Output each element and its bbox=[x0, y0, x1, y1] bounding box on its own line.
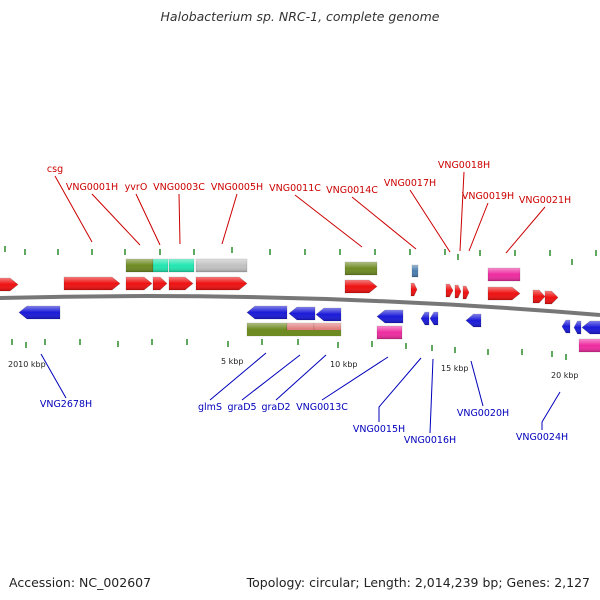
genome-backbone bbox=[0, 294, 600, 317]
label-leader-line bbox=[178, 193, 181, 245]
forward-gene-arrow-shade bbox=[153, 277, 167, 290]
forward-gene-arrow-shade bbox=[0, 278, 18, 291]
reverse-gene-arrow-shade bbox=[19, 306, 60, 319]
reverse-gene-arrow-shade bbox=[466, 314, 481, 327]
label-leader-line bbox=[541, 391, 561, 430]
cog-category-band bbox=[287, 330, 314, 336]
gene-label[interactable]: graD5 bbox=[227, 402, 256, 413]
cog-category-box-shade bbox=[488, 268, 520, 281]
forward-gene-arrow-shade bbox=[455, 285, 461, 298]
label-lines bbox=[40, 171, 561, 434]
map-title: Halobacterium sp. NRC-1, complete genome bbox=[160, 9, 440, 24]
cog-category-box-shade bbox=[153, 259, 168, 272]
label-leader-line bbox=[241, 354, 301, 401]
backbone bbox=[0, 294, 600, 317]
label-leader-line bbox=[275, 354, 327, 401]
label-leader-line bbox=[135, 193, 161, 246]
scale-label: 2010 kbp bbox=[8, 360, 46, 369]
label-leader-line bbox=[429, 358, 434, 434]
scale-label: 5 kbp bbox=[221, 357, 243, 366]
forward-gene-arrow-shade bbox=[64, 277, 120, 290]
cog-category-box-shade bbox=[126, 259, 153, 272]
gene-label[interactable]: VNG0021H bbox=[519, 195, 571, 206]
reverse-gene-arrow-shade bbox=[316, 308, 341, 321]
label-leader-line bbox=[209, 352, 267, 401]
cog-category-band bbox=[247, 330, 287, 336]
label-leader-line bbox=[468, 202, 489, 252]
cog-category-box-shade bbox=[196, 259, 247, 272]
label-leader-line bbox=[470, 360, 484, 407]
gene-label[interactable]: VNG0015H bbox=[353, 424, 405, 435]
scale-label: 20 kbp bbox=[551, 371, 579, 380]
reverse-gene-arrow-shade bbox=[421, 312, 429, 325]
label-leader-line bbox=[294, 194, 363, 248]
scale-label: 15 kbp bbox=[441, 364, 469, 373]
forward-gene-arrow-shade bbox=[169, 277, 193, 290]
gene-label[interactable]: graD2 bbox=[261, 402, 290, 413]
forward-gene-arrow-shade bbox=[126, 277, 152, 290]
gene-label[interactable]: VNG0018H bbox=[438, 160, 490, 171]
forward-gene-arrow-shade bbox=[463, 286, 469, 299]
cog-category-box-shade bbox=[345, 262, 377, 275]
label-leader-line bbox=[409, 189, 451, 253]
gene-label[interactable]: VNG0011C bbox=[269, 183, 321, 194]
reverse-gene-arrow-shade bbox=[430, 312, 438, 325]
label-leader-line bbox=[91, 193, 141, 246]
gene-label[interactable]: VNG0003C bbox=[153, 182, 205, 193]
reverse-gene-arrow-shade bbox=[562, 320, 570, 333]
gene-label[interactable]: csg bbox=[47, 164, 63, 175]
forward-gene-arrow-shade bbox=[411, 283, 417, 296]
label-leader-line bbox=[459, 171, 465, 252]
gene-label[interactable]: VNG0001H bbox=[66, 182, 118, 193]
forward-gene-arrow-shade bbox=[446, 284, 453, 297]
forward-gene-arrow-shade bbox=[533, 290, 545, 303]
cog-category-box-shade bbox=[169, 259, 194, 272]
forward-gene-arrow-shade bbox=[345, 280, 377, 293]
cog-category-band bbox=[314, 330, 341, 336]
gene-label[interactable]: yvrO bbox=[125, 182, 148, 193]
label-leader-line bbox=[378, 357, 422, 422]
cog-category-box-shade bbox=[579, 339, 600, 352]
label-leader-line bbox=[54, 175, 93, 243]
label-leader-line bbox=[321, 356, 389, 401]
gene-label[interactable]: VNG0017H bbox=[384, 178, 436, 189]
reverse-gene-arrow-shade bbox=[247, 306, 287, 319]
forward-gene-arrow-shade bbox=[545, 291, 558, 304]
gene-label[interactable]: VNG0014C bbox=[326, 185, 378, 196]
label-leader-line bbox=[40, 353, 67, 399]
reverse-gene-arrow-shade bbox=[289, 307, 315, 320]
gene-features bbox=[0, 258, 600, 353]
scale-label: 10 kbp bbox=[330, 360, 358, 369]
forward-gene-arrow-shade bbox=[196, 277, 247, 290]
cog-category-box-shade bbox=[412, 265, 418, 277]
gene-label[interactable]: VNG0024H bbox=[516, 432, 568, 443]
gene-label[interactable]: VNG2678H bbox=[40, 399, 92, 410]
gene-label[interactable]: VNG0020H bbox=[457, 408, 509, 419]
gene-label[interactable]: VNG0005H bbox=[211, 182, 263, 193]
reverse-gene-arrow-shade bbox=[582, 321, 600, 334]
forward-gene-arrow-shade bbox=[488, 287, 520, 300]
tick-marks bbox=[4, 246, 597, 360]
reverse-gene-arrow-shade bbox=[574, 321, 581, 334]
gene-label[interactable]: VNG0013C bbox=[296, 402, 348, 413]
label-leader-line bbox=[221, 193, 238, 245]
gene-label[interactable]: VNG0016H bbox=[404, 435, 456, 446]
gene-label[interactable]: VNG0019H bbox=[462, 191, 514, 202]
reverse-gene-arrow-shade bbox=[377, 310, 403, 323]
gene-label[interactable]: glmS bbox=[198, 402, 222, 413]
label-leader-line bbox=[505, 206, 546, 254]
topology-summary: Topology: circular; Length: 2,014,239 bp… bbox=[246, 575, 590, 590]
label-leader-line bbox=[351, 196, 417, 250]
accession-text: Accession: NC_002607 bbox=[9, 575, 152, 590]
cog-category-box-shade bbox=[377, 326, 402, 339]
